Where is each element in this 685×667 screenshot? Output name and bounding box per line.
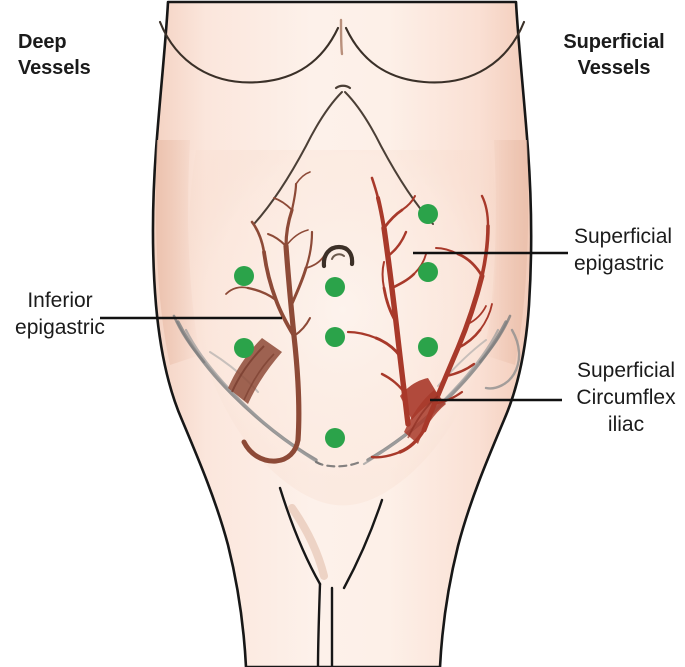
deep-inferior-epigastric-vessel bbox=[225, 171, 325, 464]
xiphoid-icon bbox=[334, 84, 352, 90]
groin-crease-left-icon bbox=[278, 486, 322, 586]
left-flank-shadow bbox=[155, 140, 200, 365]
costal-margin bbox=[253, 84, 434, 225]
callout-superficial-epigastric: Superficial epigastric bbox=[574, 225, 673, 275]
perforator-marker[interactable] bbox=[234, 338, 254, 358]
perforator-marker[interactable] bbox=[325, 327, 345, 347]
heading-superficial-vessels: Superficial Vessels bbox=[563, 31, 665, 79]
pubic-mound-shadow bbox=[288, 504, 328, 580]
breast-crease-right-icon bbox=[344, 20, 526, 84]
superficial-epigastric-vessel bbox=[346, 176, 427, 427]
superficial-vessel-trunk-block bbox=[400, 378, 446, 444]
sternal-notch-icon bbox=[339, 18, 344, 56]
inframammary-folds bbox=[158, 18, 526, 84]
heading-deep-vessels: Deep Vessels bbox=[18, 31, 91, 79]
perforator-marker[interactable] bbox=[418, 262, 438, 282]
costal-margin-right-icon bbox=[344, 91, 434, 225]
perforator-marker[interactable] bbox=[325, 277, 345, 297]
perforator-marker[interactable] bbox=[418, 204, 438, 224]
leader-lines bbox=[100, 251, 568, 402]
callout-superficial-circumflex-iliac: Superficial Circumflex iliac bbox=[576, 359, 676, 436]
breast-crease-left-icon bbox=[158, 20, 340, 84]
groin-crease-right-icon bbox=[342, 498, 384, 590]
callout-inferior-epigastric: Inferior epigastric bbox=[15, 289, 105, 339]
costal-margin-left-icon bbox=[253, 91, 343, 225]
pubic-region bbox=[278, 486, 384, 667]
suprapubic-crease-icon bbox=[314, 459, 364, 468]
umbilicus-icon bbox=[321, 244, 355, 269]
perforator-marker[interactable] bbox=[234, 266, 254, 286]
perforator-marker[interactable] bbox=[325, 428, 345, 448]
pubic-cleft-left-icon bbox=[316, 582, 322, 667]
perforator-marker[interactable] bbox=[418, 337, 438, 357]
perforator-markers bbox=[234, 204, 438, 448]
deep-vessel-trunk-block bbox=[228, 338, 282, 404]
